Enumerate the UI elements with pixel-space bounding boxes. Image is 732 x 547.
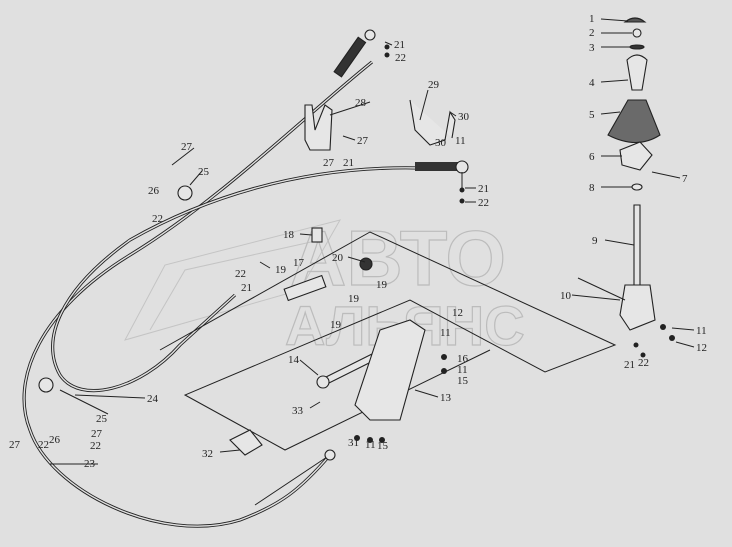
callout: 30 <box>458 111 470 123</box>
callout: 12 <box>452 307 463 319</box>
callout: 22 <box>638 357 649 369</box>
callout: 11 <box>365 439 376 451</box>
callout: 22 <box>38 439 49 451</box>
callout: 18 <box>283 229 295 241</box>
callout: 8 <box>589 182 595 194</box>
callout: 9 <box>592 235 598 247</box>
cable-23 <box>22 60 374 528</box>
callout: 27 <box>9 439 21 451</box>
callout: 21 <box>241 282 252 294</box>
callout: 17 <box>293 257 305 269</box>
callout: 14 <box>288 354 300 366</box>
callout: 15 <box>457 375 469 387</box>
callout: 6 <box>589 151 595 163</box>
callout: 4 <box>589 77 595 89</box>
callout: 16 <box>457 353 469 365</box>
callout: 27 <box>357 135 369 147</box>
callout: 1 <box>589 13 595 25</box>
callout: 13 <box>440 392 452 404</box>
callout: 11 <box>696 325 707 337</box>
callout: 28 <box>355 97 367 109</box>
callout: 11 <box>457 364 468 376</box>
callout: 3 <box>589 42 595 54</box>
leader-lines <box>50 18 695 465</box>
callout: 26 <box>49 434 61 446</box>
callout: 19 <box>348 293 360 305</box>
callout: 15 <box>377 440 389 452</box>
callout: 22 <box>235 268 246 280</box>
callout: 29 <box>428 79 440 91</box>
callout: 25 <box>96 413 108 425</box>
cable-24 <box>51 166 421 393</box>
svg-text:АВТО: АВТО <box>290 214 506 302</box>
cable-end-right <box>415 160 469 204</box>
callout: 31 <box>348 437 359 449</box>
callout: 26 <box>148 185 160 197</box>
callout: 19 <box>376 279 388 291</box>
callout: 12 <box>696 342 707 354</box>
callout: 2 <box>589 27 595 39</box>
callout: 11 <box>455 135 466 147</box>
callout: 25 <box>198 166 210 178</box>
shift-linkage <box>38 185 617 506</box>
callout: 22 <box>478 197 489 209</box>
callout: 27 <box>323 157 335 169</box>
callout: 27 <box>91 428 103 440</box>
callout: 24 <box>147 393 159 405</box>
bracket-28 <box>304 104 333 151</box>
callout: 22 <box>395 52 406 64</box>
callout: 19 <box>275 264 287 276</box>
callout: 5 <box>589 109 595 121</box>
callout: 11 <box>440 327 451 339</box>
cable-end-top <box>333 29 390 78</box>
gear-shifter <box>577 17 675 358</box>
callout: 7 <box>682 173 688 185</box>
callout: 21 <box>478 183 489 195</box>
callout: 22 <box>152 213 163 225</box>
callout: 33 <box>292 405 304 417</box>
callout: 22 <box>90 440 101 452</box>
callout: 19 <box>330 319 342 331</box>
callout: 21 <box>394 39 405 51</box>
callout: 10 <box>560 290 572 302</box>
callout: 27 <box>181 141 193 153</box>
callout: 30 <box>435 137 447 149</box>
callout: 32 <box>202 448 213 460</box>
bracket-29 <box>409 99 456 146</box>
callout: 20 <box>332 252 344 264</box>
callout: 21 <box>624 359 635 371</box>
callout: 21 <box>343 157 354 169</box>
